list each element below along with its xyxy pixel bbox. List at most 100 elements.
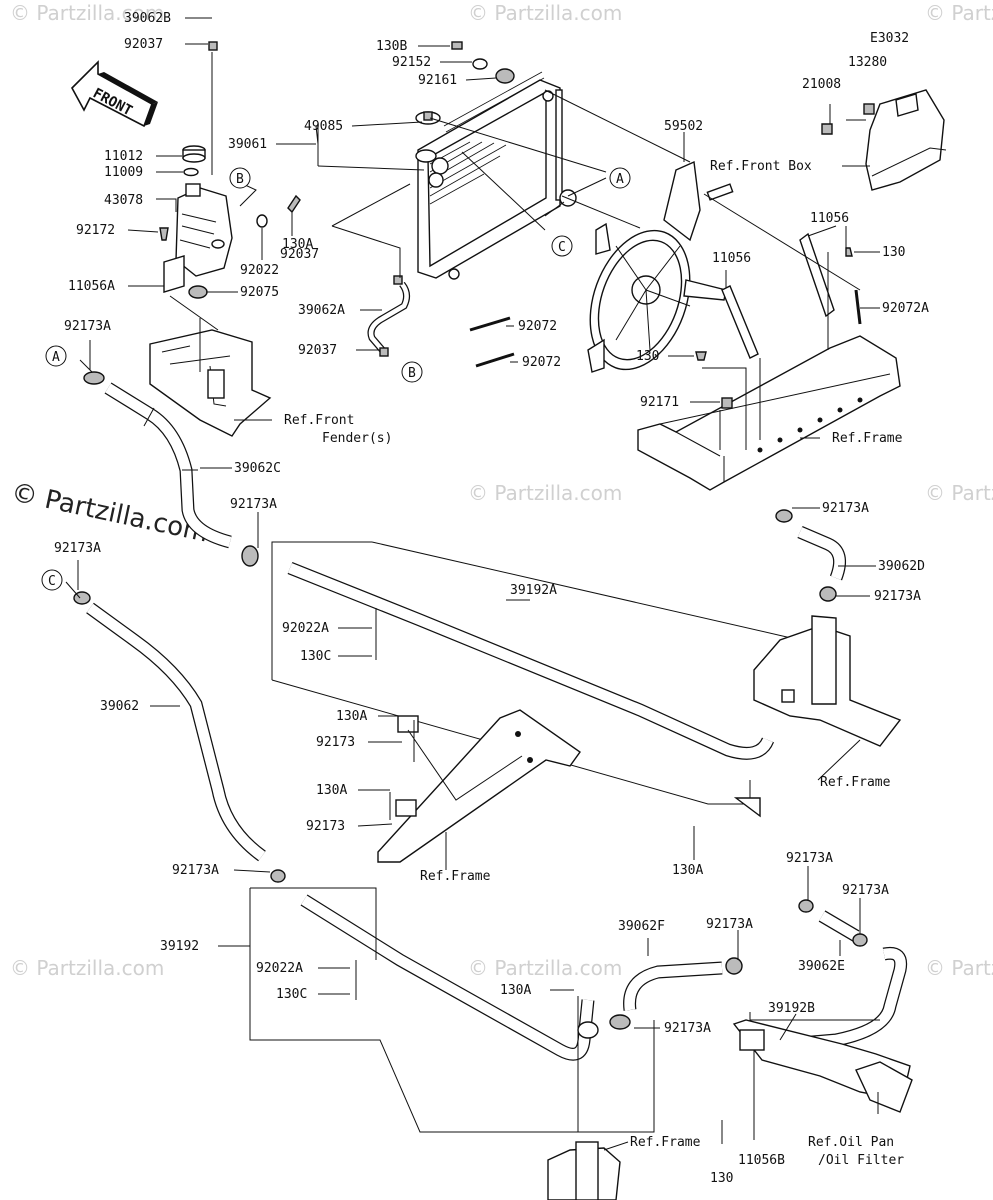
middle-frame-ref	[377, 709, 581, 863]
radiator-mount-hardware	[451, 41, 515, 84]
part-label: 92171	[640, 395, 679, 410]
pipe-39192A	[241, 545, 775, 760]
part-label: 13280	[848, 55, 887, 70]
part-label: 39062D	[878, 559, 925, 574]
part-label: 39062	[100, 699, 139, 714]
callout-b: B	[408, 366, 416, 381]
part-label: 130C	[300, 649, 331, 664]
part-label: 92022A	[256, 961, 303, 976]
part-label: 49085	[304, 119, 343, 134]
part-label: 92022	[240, 263, 279, 278]
reference-label: Fender(s)	[322, 431, 392, 446]
part-label: 39192	[160, 939, 199, 954]
part-label: 39192B	[768, 1001, 815, 1016]
part-label: 11056	[712, 251, 751, 266]
part-label: 11056	[810, 211, 849, 226]
part-label: 11056B	[738, 1153, 785, 1168]
part-label: 92072	[522, 355, 561, 370]
part-label: 92072	[518, 319, 557, 334]
reference-label: Ref.Frame	[630, 1135, 701, 1150]
right-frame-ref	[733, 615, 902, 818]
reference-label: Ref.Front Box	[710, 159, 812, 174]
callout-c: C	[48, 574, 56, 589]
part-label: 92173A	[664, 1021, 711, 1036]
reference-label: Ref.Frame	[820, 775, 891, 790]
hose-39062A	[367, 275, 411, 357]
part-label: 92075	[240, 285, 279, 300]
part-label: 130A	[316, 783, 347, 798]
leader-lines	[65, 17, 880, 1151]
part-label: 11009	[104, 165, 143, 180]
part-label: 92173A	[786, 851, 833, 866]
part-label: 39062B	[124, 11, 171, 26]
hose-39062F	[609, 957, 743, 1030]
watermark: © Partzilla.com	[468, 956, 622, 980]
watermark: © Partzilla.com	[10, 1, 164, 25]
pipe-39192	[270, 869, 599, 1061]
part-label: 130A	[672, 863, 703, 878]
part-label: 130	[882, 245, 905, 260]
part-label: 39062F	[618, 919, 665, 934]
part-label: 92173	[306, 819, 345, 834]
part-label: 39062E	[798, 959, 845, 974]
part-label: 39061	[228, 137, 267, 152]
part-label: 39192A	[510, 583, 557, 598]
bottom-frame-ref	[547, 1141, 621, 1200]
part-label: 92037	[124, 37, 163, 52]
part-label: 59502	[664, 119, 703, 134]
reference-label: Ref.Frame	[420, 869, 491, 884]
oil-pan-ref	[732, 1019, 913, 1113]
part-label: 92022A	[282, 621, 329, 636]
hose-39062	[73, 591, 266, 862]
part-label: 130A	[500, 983, 531, 998]
callout-b: B	[236, 172, 244, 187]
part-label: 92172	[76, 223, 115, 238]
part-label: 130B	[376, 39, 407, 54]
part-label: 92152	[392, 55, 431, 70]
part-label: 92173A	[230, 497, 277, 512]
watermark: © Partzilla.com	[468, 1, 622, 25]
front-arrow-icon: FRONT	[71, 60, 158, 128]
part-label: 92173A	[64, 319, 111, 334]
part-label: 92072A	[882, 301, 929, 316]
part-labels: 39062B 92037 11012 11009 43078 92172 110…	[54, 11, 929, 1186]
watermark: © Partzilla.com	[925, 956, 993, 980]
watermark: © Partzilla.com	[10, 956, 164, 980]
callout-circles: B B A C A C	[41, 167, 631, 591]
watermark: © Partzilla.com	[468, 481, 622, 505]
fan-assembly	[587, 160, 734, 373]
radiator-cap	[415, 149, 437, 163]
part-label: 130A	[282, 237, 313, 252]
part-label: 21008	[802, 77, 841, 92]
part-label: 92173A	[54, 541, 101, 556]
part-label: 92037	[298, 343, 337, 358]
pipe-39192B	[765, 946, 908, 1053]
part-label: 39062A	[298, 303, 345, 318]
reference-label: Ref.Oil Pan	[808, 1135, 894, 1150]
reference-label: Ref.Frame	[832, 431, 903, 446]
front-frame-ref	[637, 335, 901, 491]
part-label: 92173A	[842, 883, 889, 898]
diagram-code: E3032	[870, 31, 909, 46]
hose-39062C	[83, 371, 232, 549]
callout-a: A	[52, 350, 60, 365]
part-label: 130	[636, 349, 659, 364]
watermark: © Partzilla.com	[925, 481, 993, 505]
callout-c: C	[558, 240, 566, 255]
part-label: 92173	[316, 735, 355, 750]
hose-39062D	[775, 509, 847, 602]
part-label: 92037	[280, 247, 319, 262]
watermark: © Partzilla.com	[925, 1, 993, 25]
tie-strap	[469, 316, 511, 332]
reservoir-tank-group	[149, 10, 301, 437]
part-label: 39062C	[234, 461, 281, 476]
part-label: 92173A	[172, 863, 219, 878]
front-box-ref	[821, 89, 947, 191]
part-label: 11012	[104, 149, 143, 164]
part-label: 43078	[104, 193, 143, 208]
fan-stays	[695, 232, 862, 361]
tie-strap	[475, 352, 515, 368]
part-label: 92173A	[706, 917, 753, 932]
part-label: 130C	[276, 987, 307, 1002]
